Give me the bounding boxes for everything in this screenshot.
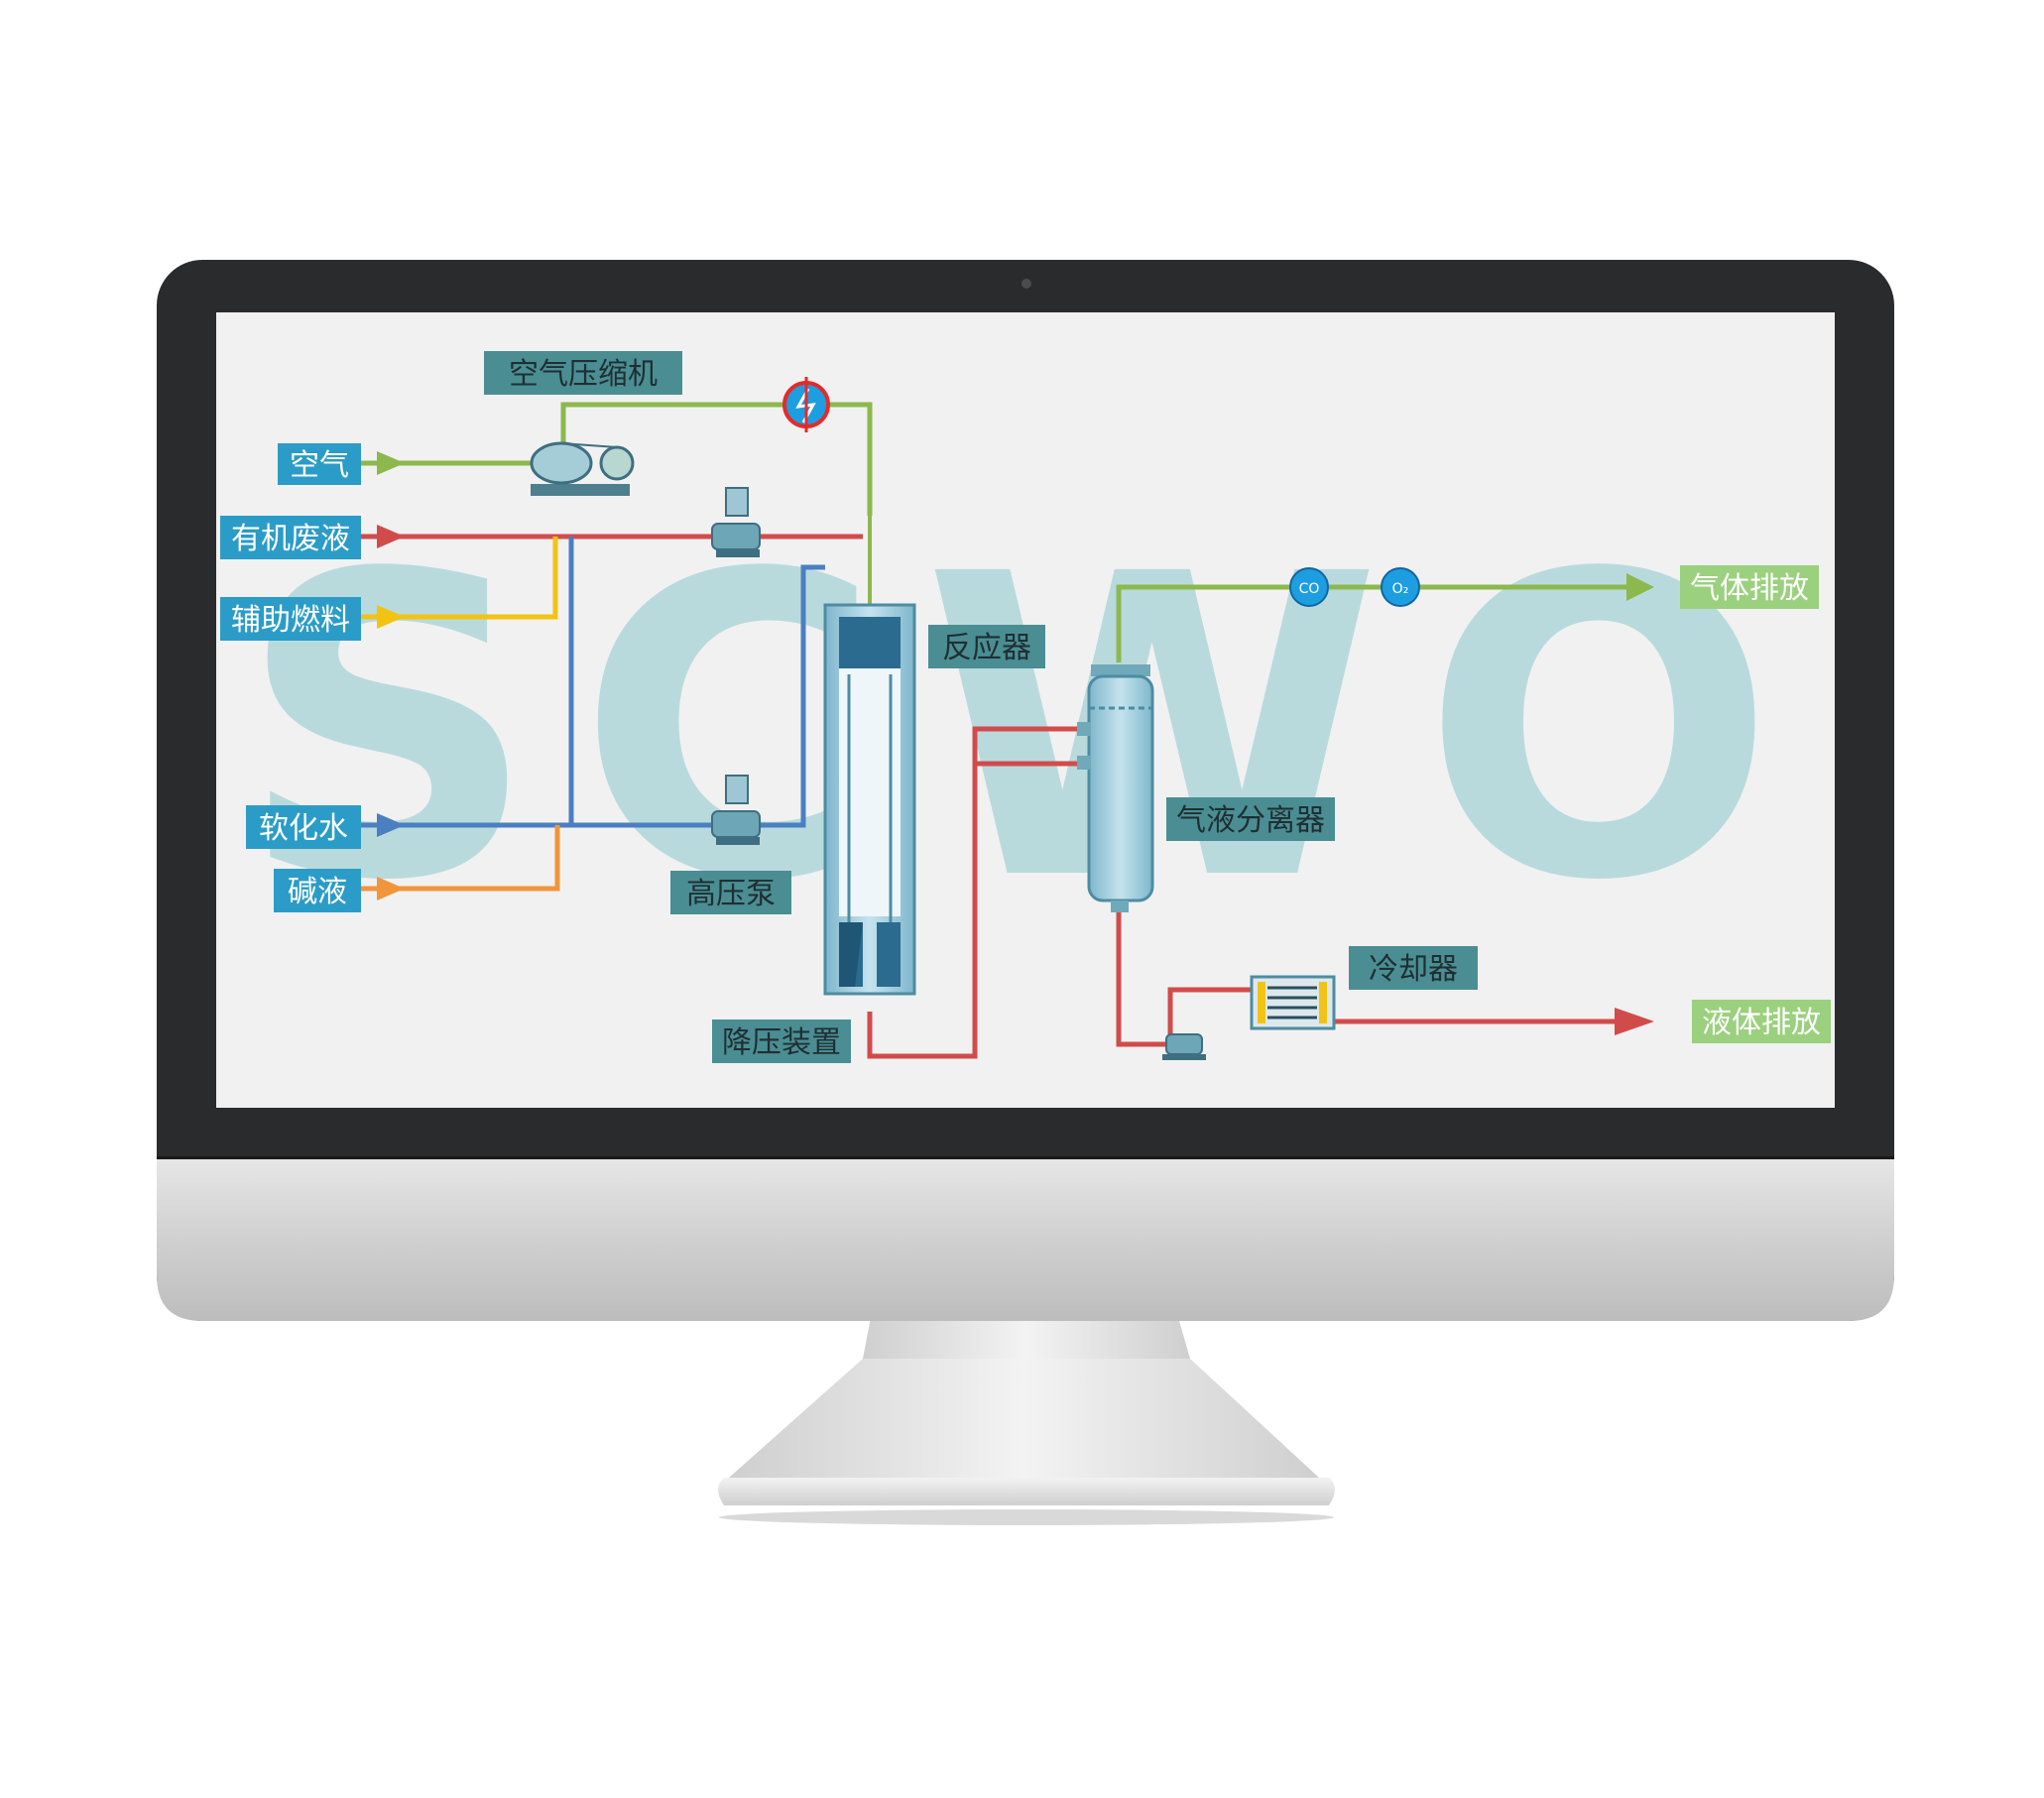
label-organic-waste: 有机废液: [220, 516, 361, 559]
label-gas-liquid-separator: 气液分离器: [1166, 797, 1335, 841]
monitor-stand-slope: [729, 1359, 1319, 1478]
high-pressure-pump-bottom: [711, 775, 761, 845]
label-cooler: 冷却器: [1349, 946, 1478, 990]
heat-exchanger-icon: [782, 377, 830, 432]
label-aux-fuel: 辅助燃料: [220, 597, 361, 641]
svg-text:冷却器: 冷却器: [1369, 952, 1458, 987]
svg-text:CO: CO: [1299, 581, 1320, 597]
camera-dot: [1022, 279, 1031, 289]
o2-meter: O₂: [1381, 567, 1420, 607]
label-air: 空气: [278, 443, 361, 485]
water-pipe: [360, 564, 825, 828]
monitor-stand-base: [718, 1478, 1335, 1505]
svg-text:辅助燃料: 辅助燃料: [231, 603, 350, 638]
label-high-pressure-pump: 高压泵: [670, 871, 791, 914]
svg-text:软化水: 软化水: [259, 811, 348, 846]
screen: [216, 312, 1835, 1108]
svg-text:气体排放: 气体排放: [1690, 571, 1809, 606]
svg-text:O₂: O₂: [1392, 581, 1409, 597]
gas-liquid-separator-vessel: [1077, 664, 1154, 912]
label-liquid-discharge: 液体排放: [1692, 1000, 1831, 1043]
svg-text:空气: 空气: [290, 448, 349, 483]
alkali-pipe: [360, 825, 560, 892]
label-reactor: 反应器: [928, 625, 1045, 668]
label-soft-water: 软化水: [246, 805, 361, 849]
air-compressor: [530, 441, 635, 496]
gas-pipe: [1116, 584, 1626, 662]
reactor-outlet-pipe: [867, 726, 1077, 1059]
svg-text:气液分离器: 气液分离器: [1176, 803, 1325, 838]
svg-text:反应器: 反应器: [942, 631, 1031, 665]
svg-text:降压装置: 降压装置: [722, 1025, 841, 1060]
label-pressure-reducer: 降压装置: [712, 1019, 851, 1063]
cooler-unit: [1250, 975, 1336, 1030]
compressed-air-pipe: [560, 402, 873, 516]
co-meter: CO: [1289, 567, 1329, 607]
liquid-arrow: [1615, 1008, 1654, 1035]
monitor-base-shadow: [719, 1509, 1334, 1525]
high-pressure-pump-top: [711, 487, 761, 557]
label-air-compressor: 空气压缩机: [484, 351, 682, 395]
svg-text:液体排放: 液体排放: [1702, 1006, 1821, 1040]
svg-text:空气压缩机: 空气压缩机: [509, 357, 658, 392]
reactor-vessel: [823, 603, 916, 996]
svg-text:有机废液: 有机废液: [231, 522, 350, 556]
label-alkali: 碱液: [274, 869, 361, 912]
svg-text:碱液: 碱液: [288, 875, 347, 909]
fuel-pipe: [360, 537, 558, 620]
liquid-pump: [1162, 1033, 1206, 1060]
liquid-pipe: [1116, 912, 1168, 1047]
label-gas-discharge: 气体排放: [1680, 565, 1819, 609]
svg-text:高压泵: 高压泵: [686, 877, 776, 911]
monitor-chin: [157, 1158, 1894, 1321]
